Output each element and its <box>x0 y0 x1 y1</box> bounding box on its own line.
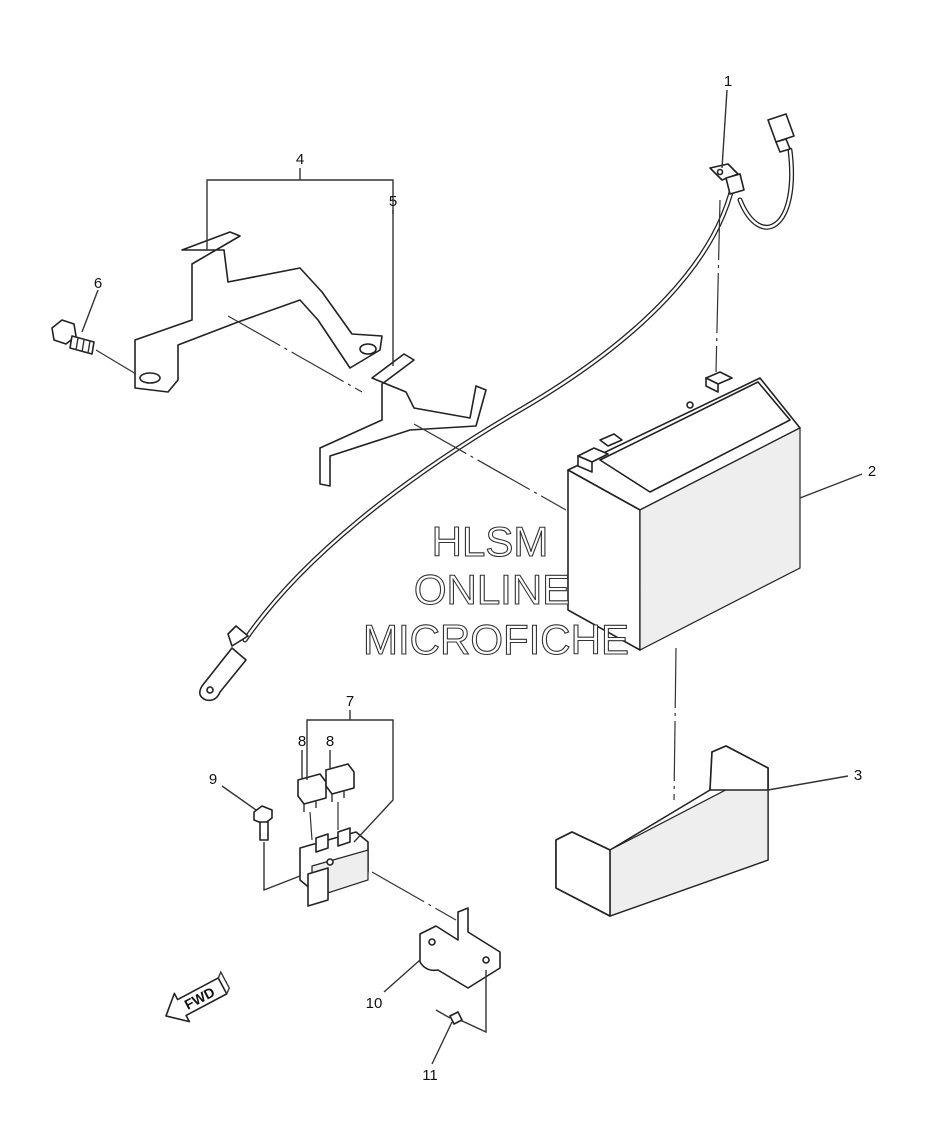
relay-bracket[interactable] <box>419 907 501 989</box>
flange-bolt[interactable] <box>51 319 95 355</box>
battery-holder[interactable] <box>555 745 769 917</box>
callout-10: 10 <box>366 995 383 1012</box>
fuse-1[interactable] <box>297 773 327 812</box>
callout-3: 3 <box>854 767 862 784</box>
callout-2: 2 <box>868 463 876 480</box>
callout-7: 7 <box>346 693 354 710</box>
watermark-line-3: MICROFICHE <box>363 616 629 663</box>
starter-relay[interactable] <box>299 827 369 907</box>
battery[interactable] <box>567 371 801 651</box>
forward-arrow-icon: FWD <box>165 970 231 1023</box>
watermark-line-2: ONLINE <box>414 566 570 613</box>
callout-8a: 8 <box>298 733 306 750</box>
callout-leaders <box>81 89 863 1065</box>
callout-1: 1 <box>724 73 732 90</box>
battery-band[interactable] <box>319 353 487 487</box>
relay-bolt[interactable] <box>253 805 273 841</box>
watermark-line-1: HLSM <box>432 518 549 565</box>
fuse-2[interactable] <box>325 763 355 802</box>
callout-5: 5 <box>389 193 397 210</box>
callout-6: 6 <box>94 275 102 292</box>
rivet[interactable] <box>435 1009 463 1025</box>
battery-bracket[interactable] <box>134 231 383 393</box>
callout-4: 4 <box>296 151 304 168</box>
callout-11: 11 <box>422 1067 438 1084</box>
callout-8b: 8 <box>326 733 334 750</box>
callout-9: 9 <box>209 771 217 788</box>
watermark: HLSM ONLINE MICROFICHE <box>362 517 629 663</box>
battery-cable[interactable] <box>198 113 795 702</box>
